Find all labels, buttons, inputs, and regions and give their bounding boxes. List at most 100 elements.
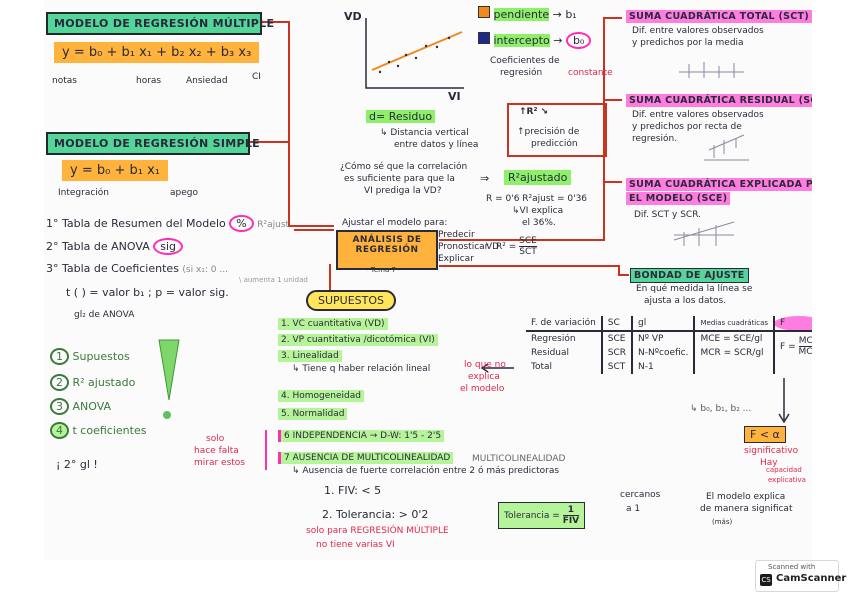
graph-vd-label: VD	[344, 10, 362, 23]
pendiente-line: pendiente → b₁	[478, 6, 577, 21]
use-explicar: Explicar	[438, 254, 474, 264]
step-4-num: 4	[50, 422, 69, 439]
supuesto-4: 4. Homogeneidad	[278, 390, 364, 402]
anova-cell: MCR = SCR/gl	[693, 346, 775, 360]
step-2: 2 R² ajustado	[50, 374, 135, 391]
tolerancia-num: 1	[562, 505, 580, 516]
tolerancia-formula-label: Tolerancia =	[504, 511, 560, 521]
step-3-label: ANOVA	[72, 400, 112, 413]
sce-title-2: EL MODELO (SCE)	[626, 192, 731, 205]
multiple-label-notas: notas	[52, 76, 77, 86]
r2-question-3: VI prediga la VD?	[364, 186, 442, 196]
modelo-explica-1: El modelo explica	[706, 492, 786, 502]
explica-note-1: lo que no	[464, 360, 506, 370]
use-vd: VD	[486, 242, 500, 252]
gl-anova: gl₂ de ANOVA	[74, 310, 135, 320]
scanner-line-1: Scanned with	[768, 563, 816, 571]
supuesto-6: 6 INDEPENDENCIA → D-W: 1'5 - 2'5	[278, 430, 445, 442]
notes-page: MODELO DE REGRESIÓN MÚLTIPLE y = b₀ + b₁…	[44, 0, 812, 560]
step-2-label: R² ajustado	[72, 376, 136, 389]
anova-cell: Residual	[531, 348, 570, 358]
r2-formula-den: SCT	[519, 247, 537, 257]
explica-note-3: el modelo	[460, 384, 505, 394]
step-4: 4 t coeficientes	[50, 422, 146, 439]
scr-desc-2: y predichos por recta de	[632, 122, 742, 132]
intercepto-line: intercepto → b₀	[478, 32, 592, 49]
r2-ajustado: R²ajustado	[504, 170, 572, 185]
pendiente-swatch	[478, 6, 490, 18]
step-1-label: Supuestos	[72, 350, 130, 363]
scanner-line-2: CamScanner	[776, 573, 847, 584]
supuesto-2: 2. VP cuantitativa /dicotómica (VI)	[278, 334, 438, 346]
tolerancia-den: FIV	[562, 516, 580, 526]
anova-f-formula: F = MCE MCR	[773, 331, 812, 360]
use-predecir: Predecir	[438, 230, 475, 240]
r2-box: ↑R² ↘ ↑precisión de predicción	[507, 103, 607, 157]
sct-desc-2: y predichos por la media	[632, 38, 744, 48]
r2-formula-num: SCE	[519, 236, 537, 247]
anova-cell	[773, 360, 812, 374]
anova-header-sc: SC	[600, 316, 633, 332]
intercepto-arrow-icon: →	[553, 34, 563, 47]
anova-table: F. de variación SC gl Medias cuadráticas…	[526, 316, 812, 374]
explica-note-2: explica	[468, 372, 500, 382]
r2-head: ↑R² ↘	[519, 107, 549, 117]
tolerancia-formula: Tolerancia = 1 FIV	[498, 502, 586, 529]
anova-cell: Total	[531, 362, 553, 372]
multiple-label-ci: CI	[252, 72, 261, 82]
r2-values-1: R = 0'6 R²ajust = 0'36	[486, 194, 588, 204]
sce-title-1: SUMA CUADRÁTICA EXPLICADA POR	[626, 178, 812, 191]
f-formula-num: MCE	[798, 336, 812, 347]
r2-desc-1: ↑precisión de	[517, 127, 580, 137]
regression-line	[371, 31, 463, 71]
table-1-text: 1° Tabla de Resumen del Modelo	[46, 217, 226, 230]
residuo-title: d= Residuo	[366, 110, 436, 123]
step-1-num: 1	[50, 348, 69, 365]
solo-multiple-2: no tiene varias VI	[316, 540, 395, 550]
supuesto-5: 5. Normalidad	[278, 408, 348, 420]
anova-cell: SCR	[600, 346, 633, 360]
graph-vi-label: VI	[448, 90, 461, 103]
camscanner-logo-icon: CS	[760, 574, 772, 586]
anova-row-regresion: Regresión SCE Nº VP MCE = SCE/gl F = MCE…	[526, 331, 812, 360]
anova-row-residual: Residual SCR N-Nºcoefic. MCR = SCR/gl	[526, 346, 812, 360]
camscanner-badge: Scanned with CS CamScanner	[755, 560, 846, 592]
modelo-explica-2: de manera significat	[700, 504, 793, 514]
pendiente-arrow-icon: →	[552, 8, 562, 21]
tema-label: - Tema 7 -	[366, 266, 401, 274]
simple-label-integracion: Integración	[58, 188, 110, 198]
t-formula: t ( ) = valor b₁ ; p = valor sig.	[66, 286, 229, 299]
table-1-badge: %	[229, 215, 254, 232]
f-formula-label: F =	[780, 341, 796, 352]
anova-cell: MCE = SCE/gl	[693, 331, 775, 346]
simple-model-title: MODELO DE REGRESIÓN SIMPLE	[46, 132, 260, 155]
coef-regresion-2: regresión	[500, 68, 543, 78]
linealidad-note: ↳ Tiene q haber relación lineal	[292, 364, 431, 374]
step-3: 3 ANOVA	[50, 398, 111, 415]
r2-question-1: ¿Cómo sé que la correlación	[340, 162, 468, 172]
anova-cell: Regresión	[531, 334, 576, 344]
simple-label-apego: apego	[170, 188, 198, 198]
anova-header-row: F. de variación SC gl Medias cuadráticas…	[526, 316, 812, 332]
step-1: 1 Supuestos	[50, 348, 130, 365]
cercanos-1: cercanos	[620, 490, 661, 500]
constante-label: constante	[568, 68, 613, 78]
hay-capacidad-2: capacidad	[766, 466, 802, 474]
table-2-text: 2° Tabla de ANOVA	[46, 240, 150, 253]
bondad-title: BONDAD DE AJUSTE	[630, 268, 749, 283]
multiple-label-horas: horas	[136, 76, 162, 86]
table-2-line: 2° Tabla de ANOVA sig	[46, 238, 184, 255]
bs-note: ↳ b₀, b₁, b₂ ...	[690, 404, 752, 414]
sct-desc-1: Dif. entre valores observados	[632, 26, 764, 36]
r2-question-2: es suficiente para que la	[344, 174, 455, 184]
solo-note-2: hace falta	[194, 446, 239, 456]
anova-header-gl: gl	[631, 316, 695, 332]
intercepto-swatch	[478, 32, 490, 44]
r2-implies-arrow: ⇒	[480, 172, 490, 185]
scr-desc-3: regresión.	[632, 134, 678, 144]
anova-header-medias: Medias cuadráticas	[693, 316, 775, 332]
anova-header-variacion: F. de variación	[526, 316, 602, 332]
scr-desc-1: Dif. entre valores observados	[632, 110, 764, 120]
pendiente-label: pendiente	[493, 8, 550, 21]
b0-label: b₀	[565, 32, 592, 49]
